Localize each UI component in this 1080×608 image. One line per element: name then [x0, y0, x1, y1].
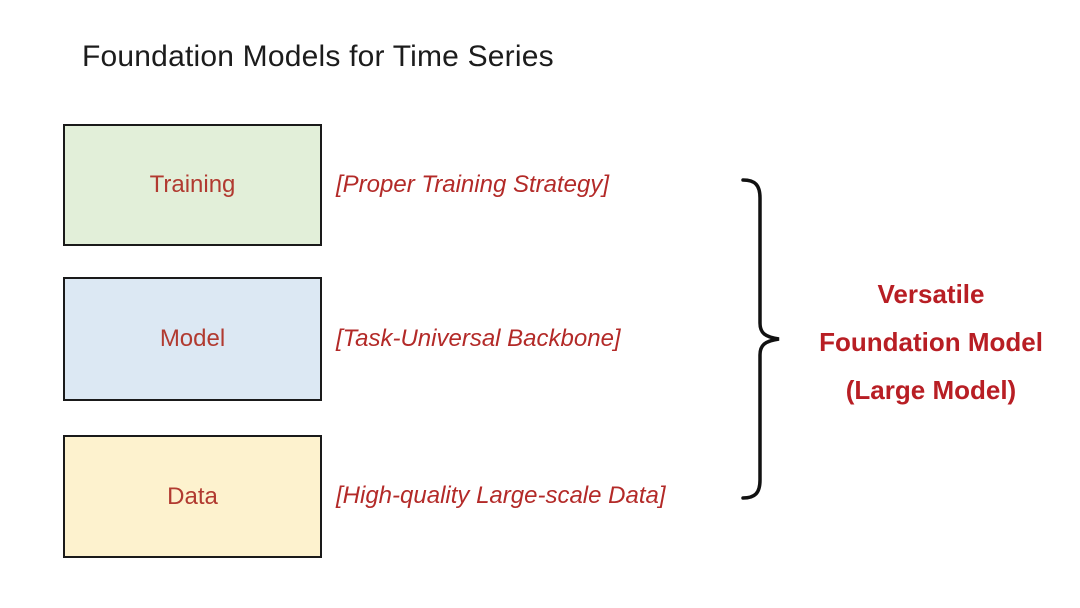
- result-line-2: Foundation Model: [819, 327, 1043, 357]
- training-annotation: [Proper Training Strategy]: [336, 171, 610, 198]
- data-box-label: Data: [167, 482, 218, 510]
- result-line-1: Versatile: [877, 279, 985, 309]
- data-annotation: [High-quality Large-scale Data]: [336, 482, 666, 509]
- page-title: Foundation Models for Time Series: [82, 40, 554, 73]
- result-text-block: Versatile Foundation Model (Large Model): [788, 270, 1074, 414]
- right-curly-brace-icon: [741, 178, 780, 500]
- model-box: Model: [63, 277, 322, 401]
- model-annotation: [Task-Universal Backbone]: [336, 325, 621, 352]
- result-line-3: (Large Model): [845, 375, 1017, 405]
- training-box-label: Training: [149, 171, 236, 198]
- training-box: Training: [63, 124, 322, 246]
- data-box: Data: [63, 435, 322, 558]
- model-box-label: Model: [159, 325, 226, 352]
